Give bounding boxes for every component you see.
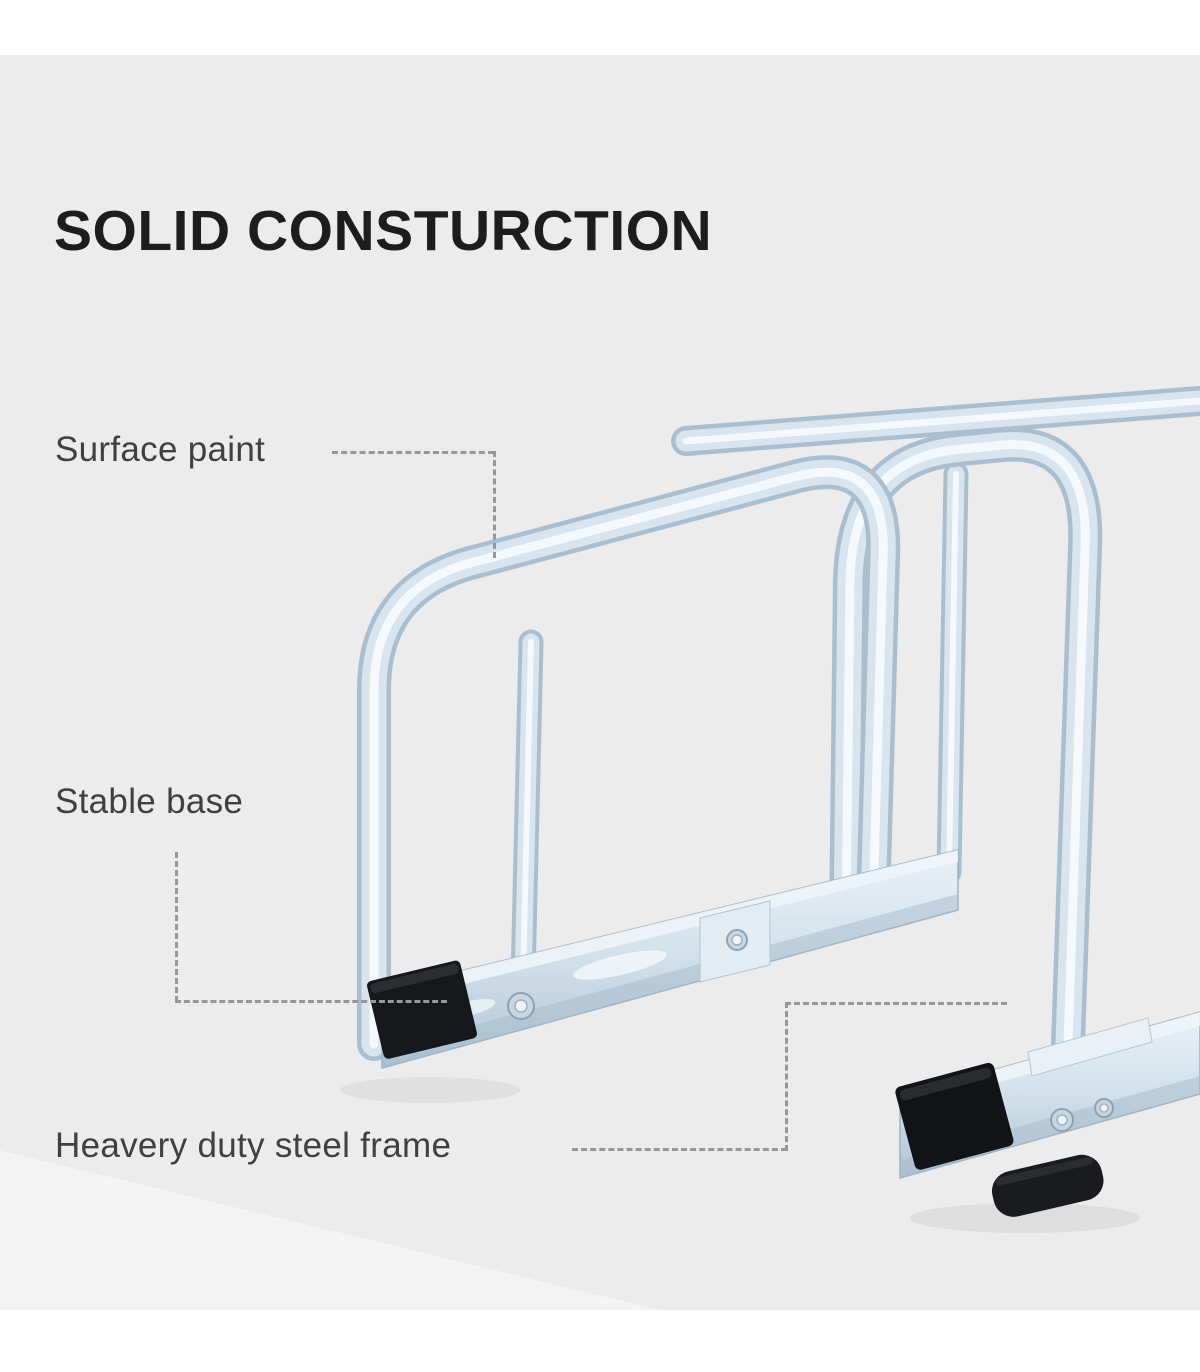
foot-pad	[991, 1154, 1104, 1217]
callout-label-steel-frame: Heavery duty steel frame	[55, 1126, 452, 1165]
bolt	[507, 992, 535, 1020]
page-title: SOLID CONSTURCTION	[54, 199, 713, 263]
hoop-front	[357, 455, 901, 1061]
leader-line-steel-frame-horizontal-upper	[785, 1002, 1007, 1005]
hoop-rear-far-leg	[936, 461, 969, 885]
callout-label-surface-paint: Surface paint	[55, 430, 266, 469]
leader-line-stable-base-horizontal	[175, 1000, 447, 1003]
end-cap-rear	[367, 960, 477, 1059]
leader-line-surface-paint-horizontal	[332, 451, 494, 454]
end-cap-front	[895, 1062, 1014, 1170]
bolt	[726, 929, 748, 951]
leader-line-steel-frame-horizontal-lower	[572, 1148, 787, 1151]
bolt	[1050, 1108, 1074, 1132]
mount-bracket	[1027, 1017, 1153, 1077]
crossbar-tube	[671, 386, 1200, 456]
bolt	[1094, 1098, 1114, 1118]
shadow	[340, 1077, 520, 1103]
callout-label-stable-base: Stable base	[55, 782, 244, 821]
hoop-front-far-leg	[510, 629, 544, 993]
shadow	[910, 1203, 1140, 1233]
leader-line-steel-frame-vertical	[785, 1002, 788, 1151]
hoop-rear	[829, 427, 1103, 1119]
leader-line-surface-paint-vertical	[493, 451, 496, 558]
leader-line-stable-base-vertical	[175, 852, 178, 1002]
